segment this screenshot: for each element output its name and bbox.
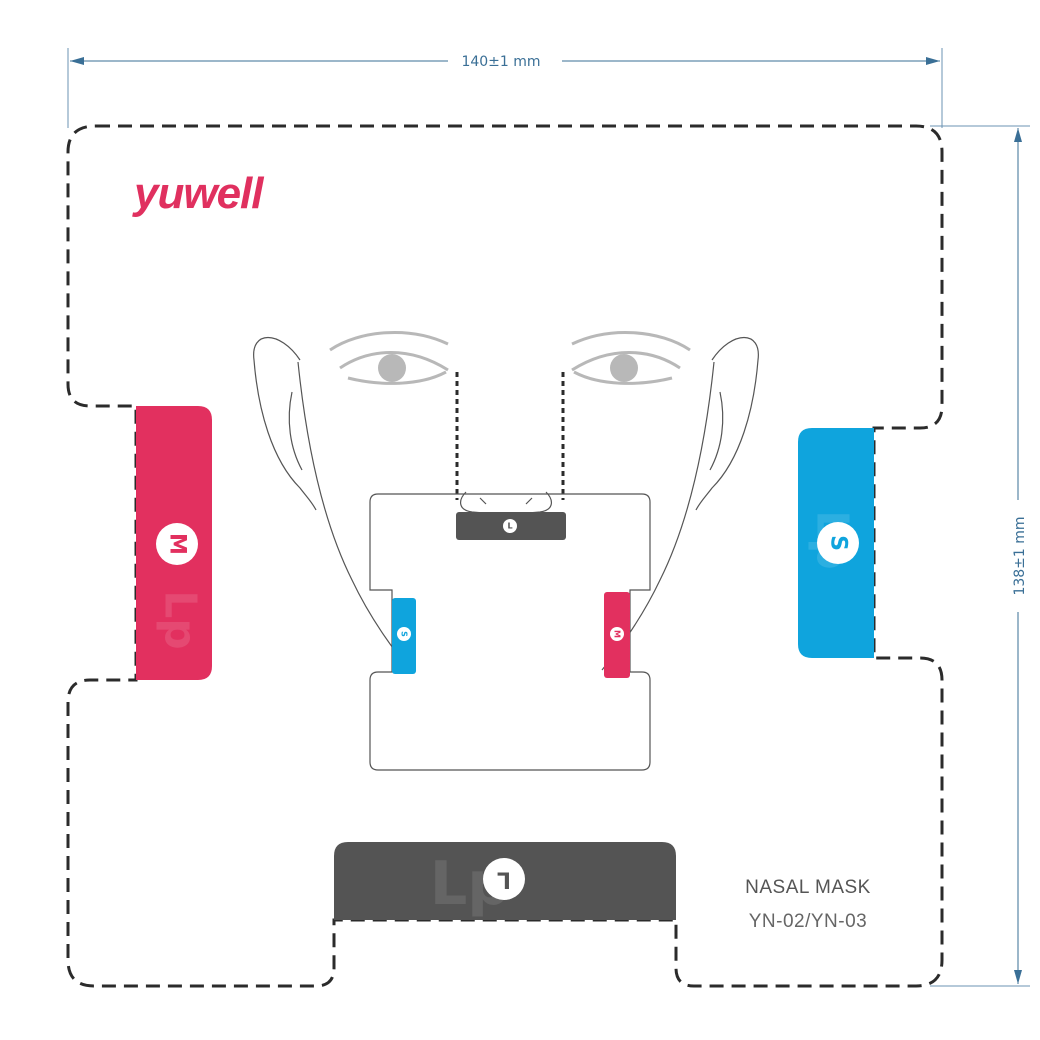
left-jaw (297, 361, 411, 671)
right-ear-inner (709, 391, 724, 471)
nose-guide-lines (455, 372, 565, 500)
left-ear (253, 336, 317, 511)
face-illustration (253, 336, 759, 671)
mini-tab-s: S (392, 598, 416, 674)
height-label: 138±1 mm (1012, 516, 1028, 595)
size-tab-s-letter: S (826, 535, 851, 551)
mini-tab-s-letter: S (400, 631, 409, 637)
size-tab-m-badge (156, 523, 198, 565)
width-arrow-right-icon (926, 57, 940, 65)
product-model: YN-02/YN-03 (749, 911, 868, 932)
size-tab-l-badge (483, 858, 525, 900)
width-dimension: 140±1 mm (67, 48, 943, 128)
mini-tab-l-badge (503, 519, 517, 533)
size-tab-m-watermark: Lp (155, 590, 206, 650)
right-eyebrow (571, 331, 691, 352)
size-tab-l: ᒪp L (334, 842, 676, 920)
width-arrow-left-icon (70, 57, 84, 65)
left-eye (329, 331, 449, 385)
mini-tab-m-letter: M (613, 630, 622, 638)
mask-template-outline (369, 493, 651, 771)
mini-tab-l-letter: L (507, 522, 512, 531)
left-ear-inner (288, 391, 303, 471)
size-tab-s: Lp S (798, 428, 874, 658)
height-dimension: 138±1 mm (930, 125, 1030, 987)
right-iris (610, 354, 638, 382)
mini-tab-m-badge (610, 627, 624, 641)
height-arrow-bottom-icon (1014, 970, 1022, 984)
right-eye-upper (571, 351, 681, 372)
mini-tab-s-badge (397, 627, 411, 641)
brand-logo: yuwell (132, 169, 264, 218)
product-title: NASAL MASK (745, 877, 871, 898)
width-label: 140±1 mm (461, 54, 540, 70)
size-tab-l-letter: L (497, 867, 511, 892)
size-tab-m: Lp M (136, 406, 212, 680)
height-arrow-top-icon (1014, 128, 1022, 142)
mini-tab-l: L (456, 512, 566, 540)
right-ear (695, 336, 759, 511)
left-eyebrow (329, 331, 449, 352)
eyes (329, 331, 691, 385)
mini-tab-m: M (604, 592, 630, 678)
right-eye-lower (573, 370, 673, 385)
right-eye (571, 331, 691, 385)
nose (460, 491, 552, 515)
size-tab-m-letter: M (165, 533, 190, 555)
left-eye-lower (347, 370, 447, 385)
left-iris (378, 354, 406, 382)
left-eye-upper (339, 351, 449, 372)
size-tab-s-badge (817, 522, 859, 564)
